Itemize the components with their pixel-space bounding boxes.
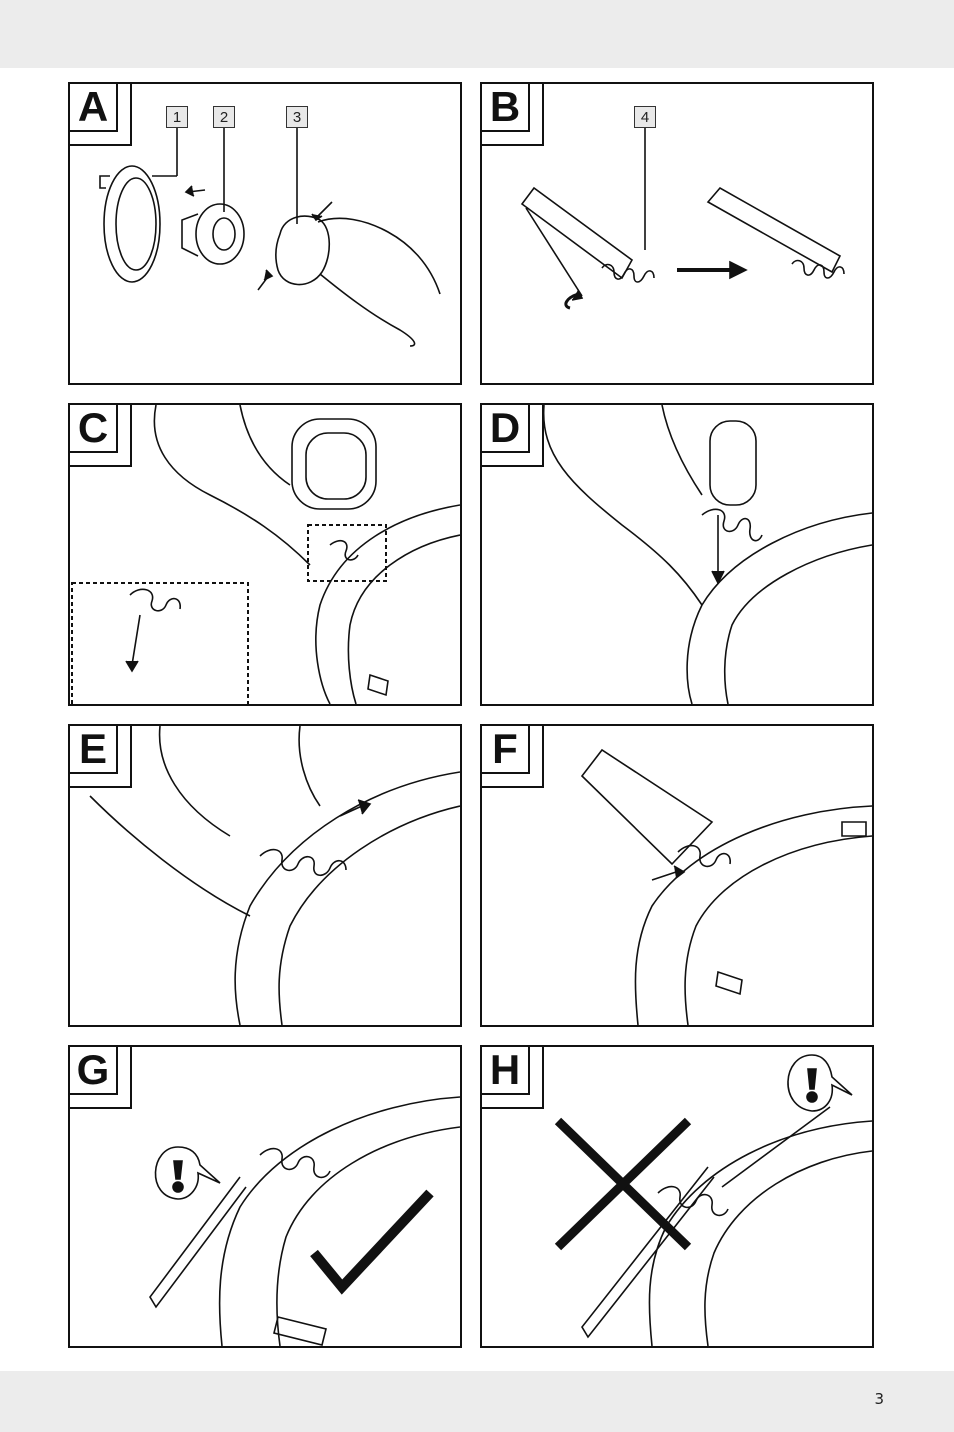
bottom-band: [0, 1371, 954, 1432]
checkmark-icon: [314, 1193, 430, 1287]
panel-label: A: [68, 82, 118, 132]
callout-2: 2: [213, 106, 235, 128]
panel-label: E: [68, 724, 118, 774]
callout-3: 3: [286, 106, 308, 128]
panel-label: H: [480, 1045, 530, 1095]
panel-b: B 4: [480, 82, 874, 385]
panel-c: C: [68, 403, 462, 706]
page-number: 3: [874, 1390, 884, 1408]
callout-4: 4: [634, 106, 656, 128]
callout-1: 1: [166, 106, 188, 128]
cross-icon: [558, 1121, 688, 1247]
exclamation-icon: [155, 1147, 220, 1199]
panel-d: D: [480, 403, 874, 706]
panel-label: F: [480, 724, 530, 774]
panel-f: F: [480, 724, 874, 1027]
top-band: [0, 0, 954, 68]
panel-a: A 1 2 3: [68, 82, 462, 385]
panel-e: E: [68, 724, 462, 1027]
exclamation-icon: [722, 1055, 852, 1187]
panel-h: H: [480, 1045, 874, 1348]
panel-label: C: [68, 403, 118, 453]
panel-g: G: [68, 1045, 462, 1348]
panel-label: B: [480, 82, 530, 132]
panel-label: G: [68, 1045, 118, 1095]
panel-label: D: [480, 403, 530, 453]
